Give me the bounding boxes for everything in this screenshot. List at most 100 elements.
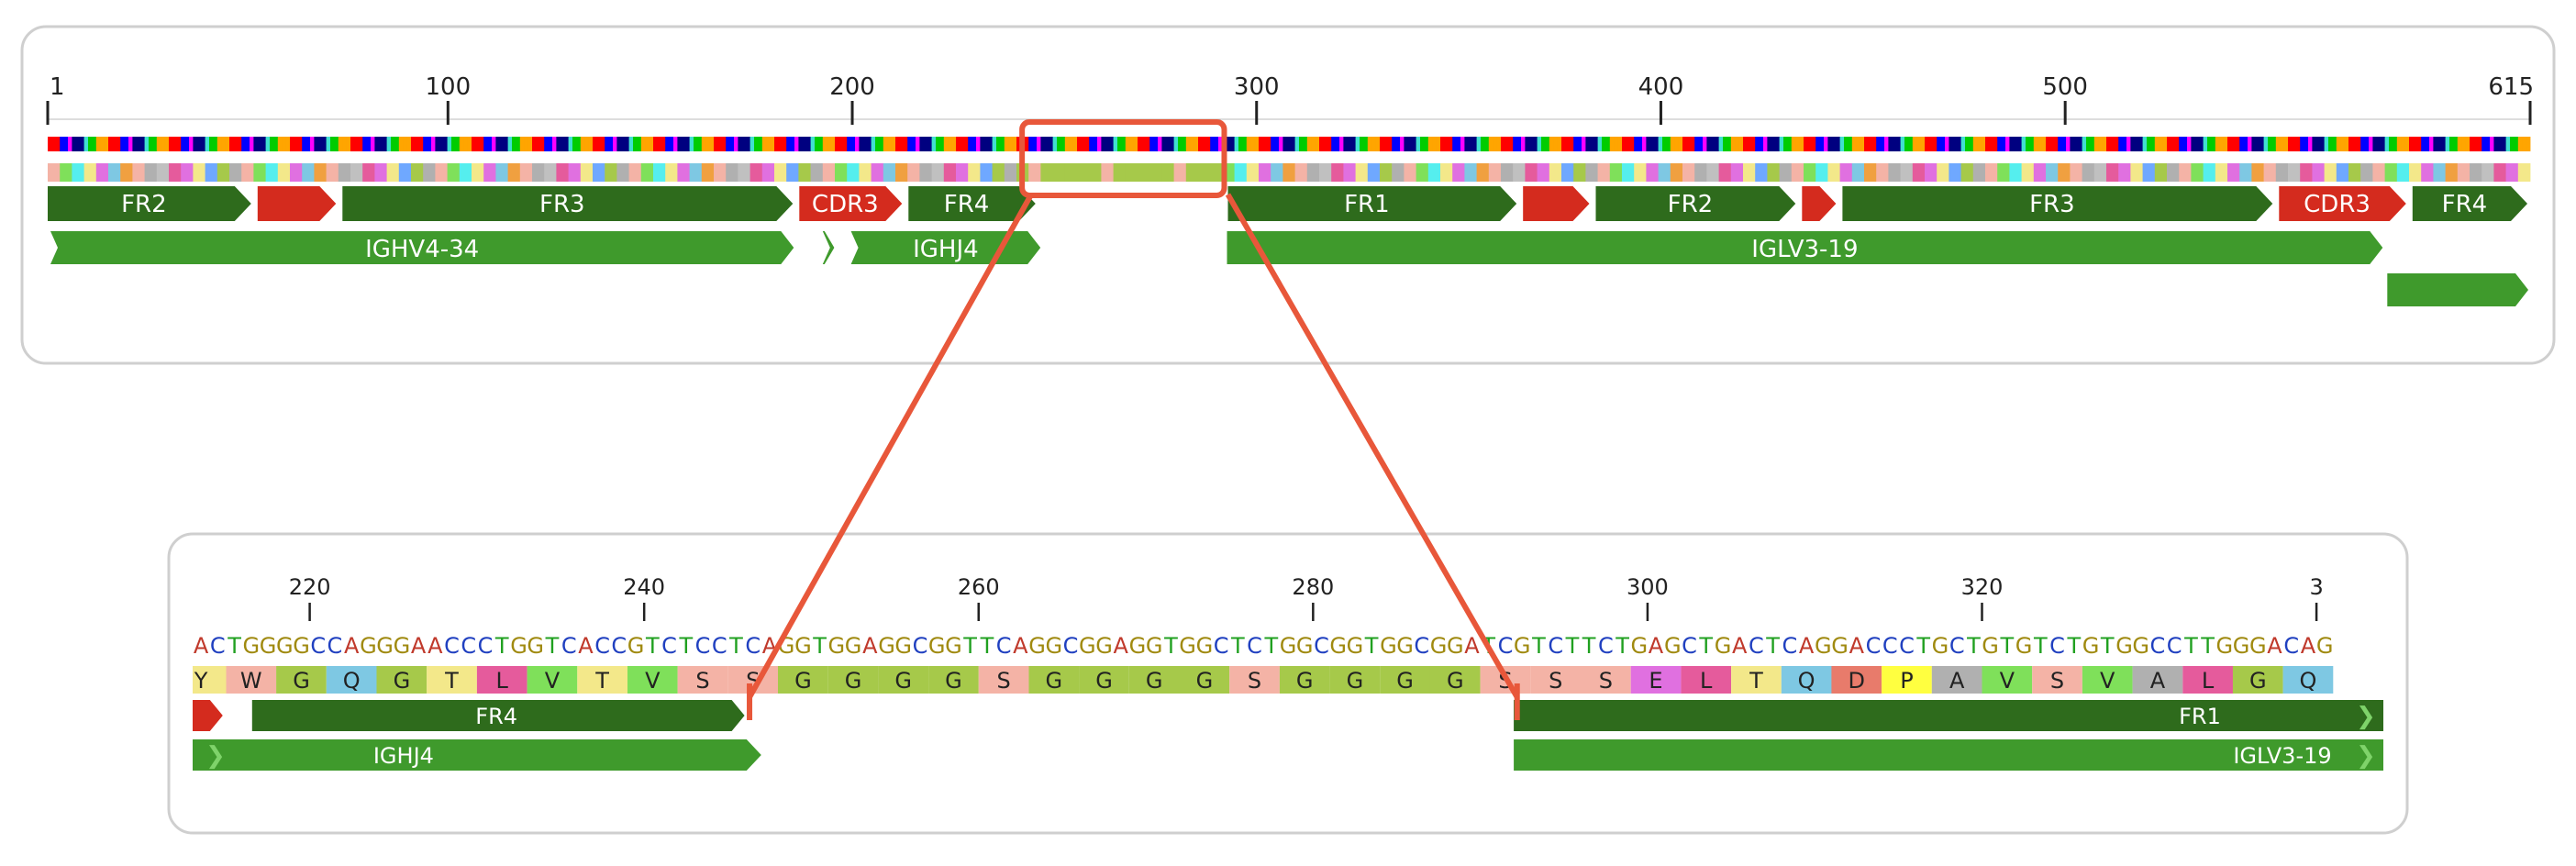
overview-nt-cell <box>1291 137 1295 151</box>
overview-nt-cell <box>2348 137 2353 151</box>
overview-nt-cell <box>539 137 545 151</box>
overview-nt-cell <box>144 137 150 151</box>
nucleotide-C: C <box>2049 633 2065 659</box>
overview-nt-cell <box>1945 137 1949 151</box>
overview-nt-cell <box>2013 137 2018 151</box>
overview-nt-cell <box>1884 137 1889 151</box>
overview-nt-cell <box>176 137 182 151</box>
overview-nt-cell <box>628 137 634 151</box>
overview-nt-cell <box>1541 137 1546 151</box>
overview-region-label: FR4 <box>944 191 990 218</box>
nucleotide-G: G <box>2233 633 2250 659</box>
overview-nt-cell <box>2384 137 2390 151</box>
overview-nt-cell <box>895 137 900 151</box>
overview-nt-cell <box>1545 137 1550 151</box>
overview-aa-cell <box>1646 163 1659 182</box>
overview-nt-cell <box>443 137 448 151</box>
overview-nt-cell <box>2510 137 2515 151</box>
overview-nt-cell <box>152 137 158 151</box>
amino-acid-cell <box>226 666 277 694</box>
overview-nt-cell <box>72 137 77 151</box>
overview-nt-cell <box>92 137 97 151</box>
overview-nt-cell <box>483 137 488 151</box>
overview-aa-cell <box>919 163 932 182</box>
overview-nt-cell <box>2211 137 2216 151</box>
overview-aa-cell <box>968 163 981 182</box>
overview-nt-cell <box>338 137 343 151</box>
overview-region-label: FR4 <box>2442 191 2488 218</box>
nucleotide-C: C <box>996 633 1012 659</box>
nucleotide-T: T <box>1364 633 1379 659</box>
overview-aa-cell <box>1900 163 1914 182</box>
nucleotide-A: A <box>1649 633 1664 659</box>
overview-nt-cell <box>209 137 214 151</box>
nucleotide-T: T <box>645 633 660 659</box>
nucleotide-C: C <box>1882 633 1898 659</box>
amino-acid-cell <box>1630 666 1682 694</box>
nucleotide-C: C <box>328 633 343 659</box>
overview-nt-cell <box>205 137 210 151</box>
amino-acid-label: G <box>1347 668 1364 694</box>
overview-nt-cell <box>677 137 683 151</box>
amino-acid-cell <box>1429 666 1481 694</box>
overview-nt-cell <box>1569 137 1574 151</box>
overview-nt-cell <box>2477 137 2482 151</box>
overview-aa-cell <box>1549 163 1562 182</box>
overview-nt-cell <box>2425 137 2430 151</box>
overview-nt-cell <box>1686 137 1692 151</box>
overview-nt-cell <box>2485 137 2491 151</box>
overview-nt-cell <box>1427 137 1433 151</box>
amino-acid-label: S <box>2050 668 2064 694</box>
overview-nt-cell <box>282 137 286 151</box>
overview-nt-cell <box>334 137 339 151</box>
overview-aa-cell <box>2227 163 2240 182</box>
overview-nt-cell <box>1505 137 1510 151</box>
overview-nt-cell <box>980 137 985 151</box>
overview-nt-cell <box>1960 137 1966 151</box>
detail-region-label: FR1 <box>2179 704 2221 729</box>
overview-nt-cell <box>1937 137 1941 151</box>
overview-aa-cell <box>980 163 993 182</box>
overview-nt-cell <box>2514 137 2519 151</box>
overview-nt-cell <box>1723 137 1727 151</box>
overview-nt-cell <box>2344 137 2349 151</box>
amino-acid-cell <box>2032 666 2082 694</box>
overview-aa-cell <box>495 163 508 182</box>
nucleotide-T: T <box>962 633 977 659</box>
nucleotide-G: G <box>2132 633 2149 659</box>
overview-nt-cell <box>2288 137 2293 151</box>
amino-acid-cell <box>827 666 879 694</box>
overview-nt-cell <box>516 137 521 151</box>
nucleotide-C: C <box>461 633 476 659</box>
overview-nt-cell <box>1678 137 1683 151</box>
overview-aa-cell <box>2082 163 2095 182</box>
overview-nt-cell <box>447 137 452 151</box>
nucleotide-A: A <box>1849 633 1865 659</box>
overview-nt-cell <box>184 137 190 151</box>
nucleotide-C: C <box>1899 633 1915 659</box>
nucleotide-G: G <box>945 633 962 659</box>
overview-aa-cell <box>628 163 642 182</box>
overview-nt-cell <box>1779 137 1784 151</box>
overview-nt-cell <box>2364 137 2370 151</box>
overview-nt-cell <box>903 137 908 151</box>
overview-nt-cell <box>1049 137 1053 151</box>
overview-nt-cell <box>213 137 218 151</box>
overview-nt-cell <box>544 137 549 151</box>
overview-nt-cell <box>1888 137 1893 151</box>
overview-nt-cell <box>1561 137 1566 151</box>
overview-aa-cell <box>2251 163 2264 182</box>
overview-nt-cell <box>919 137 925 151</box>
overview-nt-cell <box>1173 137 1179 151</box>
overview-nt-cell <box>899 137 905 151</box>
overview-aa-cell <box>1718 163 1732 182</box>
overview-aa-cell <box>2433 163 2446 182</box>
overview-nt-cell <box>68 137 72 151</box>
overview-nt-cell <box>104 137 109 151</box>
overview-nt-cell <box>1940 137 1946 151</box>
nucleotide-T: T <box>494 633 509 659</box>
overview-aa-cell <box>1306 163 1320 182</box>
amino-acid-label: Q <box>343 668 361 694</box>
overview-nt-cell <box>1831 137 1837 151</box>
